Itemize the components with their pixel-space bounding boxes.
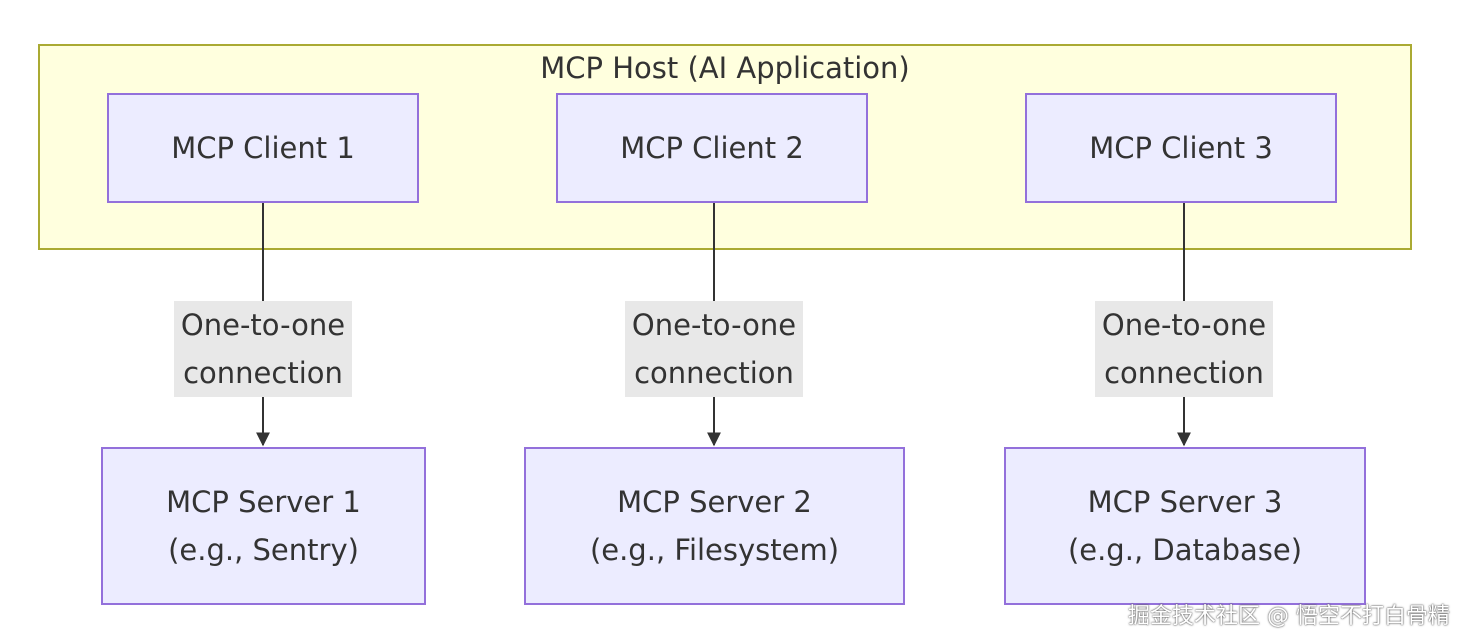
mcp-server-1: MCP Server 1 (e.g., Sentry) [101, 447, 426, 605]
mcp-client-2-label: MCP Client 2 [620, 131, 804, 165]
mcp-client-1: MCP Client 1 [107, 93, 419, 203]
watermark: 掘金技术社区 @ 悟空不打白骨精 [1128, 604, 1450, 629]
mcp-client-1-label: MCP Client 1 [171, 131, 355, 165]
edge-label-3-line1: One-to-one [1101, 308, 1267, 342]
mcp-client-3: MCP Client 3 [1025, 93, 1337, 203]
mcp-host-title: MCP Host (AI Application) [540, 51, 910, 85]
mcp-server-2: MCP Server 2 (e.g., Filesystem) [524, 447, 905, 605]
edge-label-1: One-to-one connection [174, 301, 352, 397]
mcp-client-2: MCP Client 2 [556, 93, 868, 203]
mcp-server-2-title: MCP Server 2 [617, 485, 812, 519]
mcp-server-1-example: (e.g., Sentry) [168, 533, 359, 567]
mcp-server-3-example: (e.g., Database) [1067, 533, 1303, 567]
edge-label-1-line1: One-to-one [180, 308, 346, 342]
edge-label-3-line2: connection [1104, 356, 1264, 390]
mcp-server-3-title: MCP Server 3 [1087, 485, 1283, 519]
edge-label-2: One-to-one connection [625, 301, 803, 397]
edge-label-3: One-to-one connection [1095, 301, 1273, 397]
edge-label-2-line1: One-to-one [631, 308, 797, 342]
mcp-client-3-label: MCP Client 3 [1089, 131, 1273, 165]
mcp-server-2-example: (e.g., Filesystem) [589, 533, 840, 567]
edge-label-1-line2: connection [183, 356, 343, 390]
mcp-server-3: MCP Server 3 (e.g., Database) [1004, 447, 1366, 605]
mcp-server-1-title: MCP Server 1 [166, 485, 361, 519]
edge-label-2-line2: connection [634, 356, 794, 390]
